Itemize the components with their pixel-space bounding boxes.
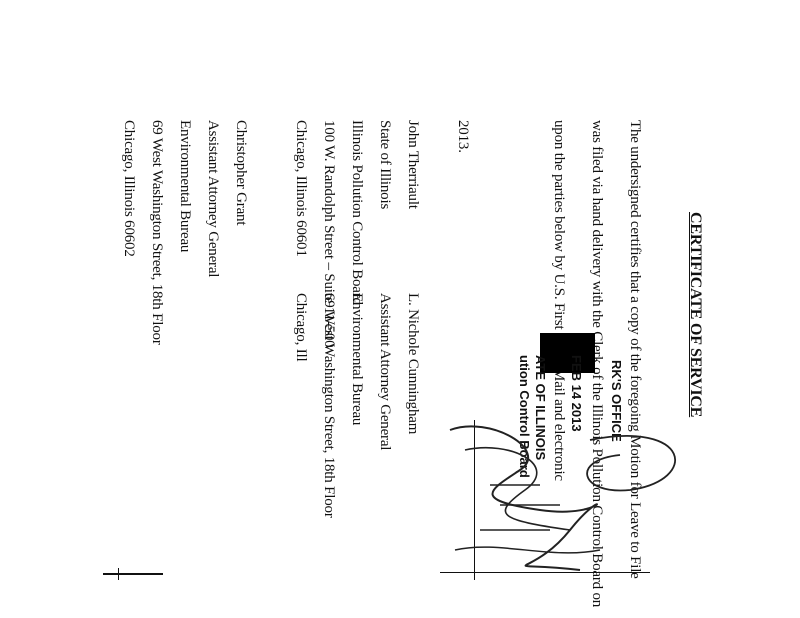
right-party-line-2: Assistant Attorney General	[377, 293, 393, 451]
signature-line	[474, 420, 475, 580]
left-party-line-5: Chicago, Illinois 60601	[293, 120, 309, 257]
right-party-line-1: L. Nichole Cunningham	[405, 293, 421, 435]
left-party-line-3: Illinois Pollution Control Board	[349, 120, 365, 305]
certificate-heading: CERTIFICATE OF SERVICE	[687, 212, 704, 418]
left-party-line-1: John Therriault	[405, 120, 421, 209]
right-party-line-3: Environmental Bureau	[349, 293, 365, 426]
year-line: 2013.	[455, 120, 471, 153]
bottom-mark	[103, 573, 163, 575]
bottom-mark-tick	[118, 568, 119, 580]
bottom-party-line-4: 69 West Washington Street, 18th Floor	[149, 120, 165, 345]
bottom-party-line-3: Environmental Bureau	[177, 120, 193, 253]
right-party-line-4: 69 West Washington Street, 18th Floor	[321, 293, 337, 518]
handwritten-signature	[449, 425, 676, 571]
redaction-block	[540, 333, 595, 373]
right-party-line-5: Chicago, Ill	[293, 293, 309, 362]
bottom-party-line-2: Assistant Attorney General	[205, 120, 221, 278]
left-party-line-2: State of Illinois	[377, 120, 393, 210]
bottom-party-line-5: Chicago, Illinois 60602	[121, 120, 137, 257]
signature-baseline	[440, 572, 650, 573]
bottom-party-line-1: Christopher Grant	[233, 120, 249, 226]
